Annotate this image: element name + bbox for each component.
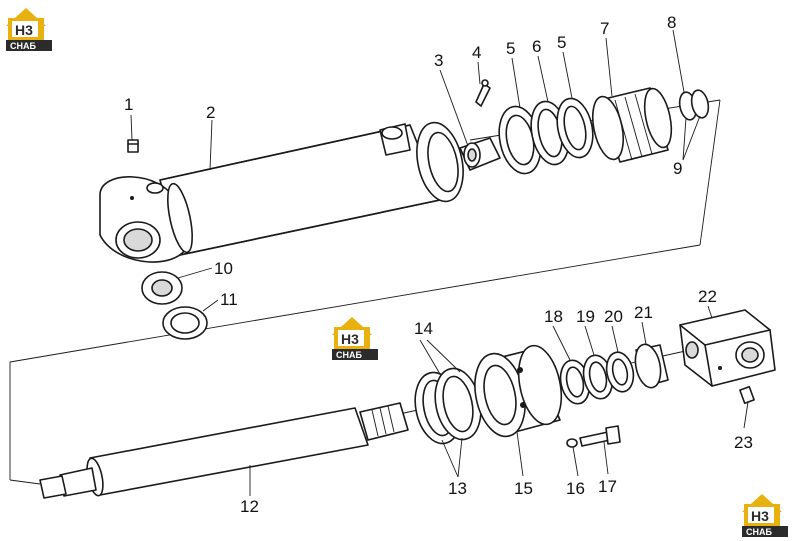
cylinder-gland <box>474 344 563 438</box>
gland-bolt <box>579 425 621 447</box>
brand-logo-top-left: H3 CHAБ <box>6 8 52 51</box>
callout-7: 7 <box>600 19 609 38</box>
callout-4: 4 <box>472 43 481 62</box>
bushing <box>141 271 183 305</box>
callout-8: 8 <box>667 13 676 32</box>
callout-19: 19 <box>576 307 595 326</box>
callout-13: 13 <box>448 479 467 498</box>
callout-17: 17 <box>598 477 617 496</box>
callout-2: 2 <box>206 103 215 122</box>
callout-16: 16 <box>566 479 585 498</box>
gland-seals <box>414 367 482 445</box>
brand-logo-bottom-right: H3 CHAБ <box>742 494 788 537</box>
callout-15: 15 <box>514 479 533 498</box>
leader-lines <box>130 29 749 496</box>
callout-numbers: 1 2 3 4 5 6 5 7 8 9 10 11 14 18 19 20 21… <box>124 13 753 516</box>
piston <box>591 87 673 163</box>
piston-nut <box>459 137 501 171</box>
brand-logo-center: H3 CHAБ <box>332 317 378 360</box>
callout-14: 14 <box>414 319 433 338</box>
rod-eye-block <box>679 309 776 387</box>
callout-1: 1 <box>124 95 133 114</box>
logo-badge-text: H3 <box>751 508 769 524</box>
callout-12: 12 <box>240 497 259 516</box>
callout-9: 9 <box>673 159 682 178</box>
callout-23: 23 <box>734 433 753 452</box>
callout-22: 22 <box>698 287 717 306</box>
cylinder-tube <box>99 121 464 263</box>
piston-rings <box>498 97 594 175</box>
callout-3: 3 <box>434 51 443 70</box>
lock-washer <box>566 438 578 448</box>
callout-21: 21 <box>634 303 653 322</box>
logo-word-text: CHAБ <box>336 350 362 360</box>
logo-word-text: CHAБ <box>10 41 36 51</box>
callout-18: 18 <box>544 307 563 326</box>
callout-6: 6 <box>532 37 541 56</box>
cotter-pin <box>475 79 491 107</box>
callout-11: 11 <box>220 290 238 309</box>
logo-badge-text: H3 <box>15 22 33 38</box>
logo-word-text: CHAБ <box>746 527 772 537</box>
piston-rod <box>39 402 409 499</box>
callout-20: 20 <box>604 307 623 326</box>
rod-end-rings <box>559 343 669 405</box>
callout-10: 10 <box>214 259 233 278</box>
grease-nipple <box>739 385 755 405</box>
end-seals <box>678 89 710 121</box>
callout-5a: 5 <box>506 39 515 58</box>
callout-5b: 5 <box>557 33 566 52</box>
dust-seal <box>162 306 208 340</box>
logo-badge-text: H3 <box>341 331 359 347</box>
grease-plug <box>127 139 139 153</box>
